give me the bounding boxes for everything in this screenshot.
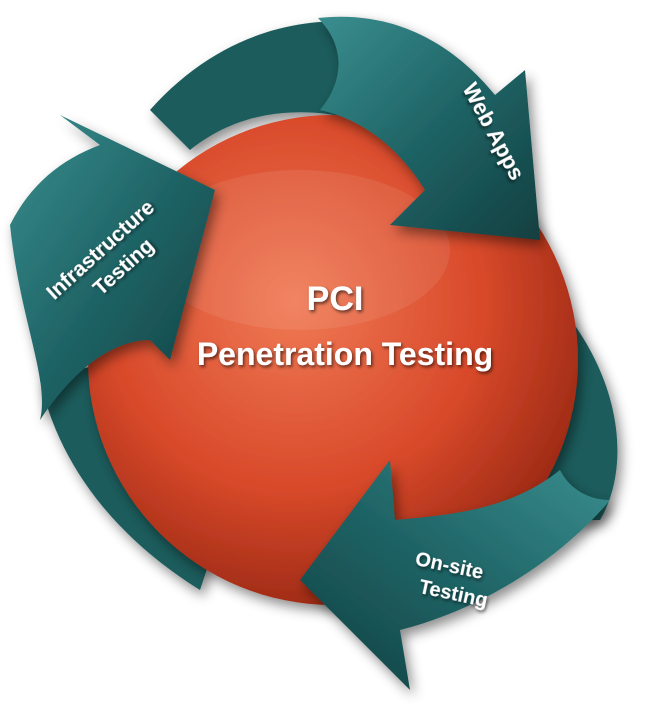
top-arrow-tail (150, 21, 400, 151)
center-subtitle: Penetration Testing (197, 336, 493, 372)
circle-highlight (150, 170, 450, 330)
center-title: PCI (307, 280, 364, 318)
center-circle (88, 115, 578, 605)
onsite-arrow (300, 460, 610, 690)
web-apps-arrow (318, 16, 540, 241)
infrastructure-arrow (10, 115, 215, 420)
